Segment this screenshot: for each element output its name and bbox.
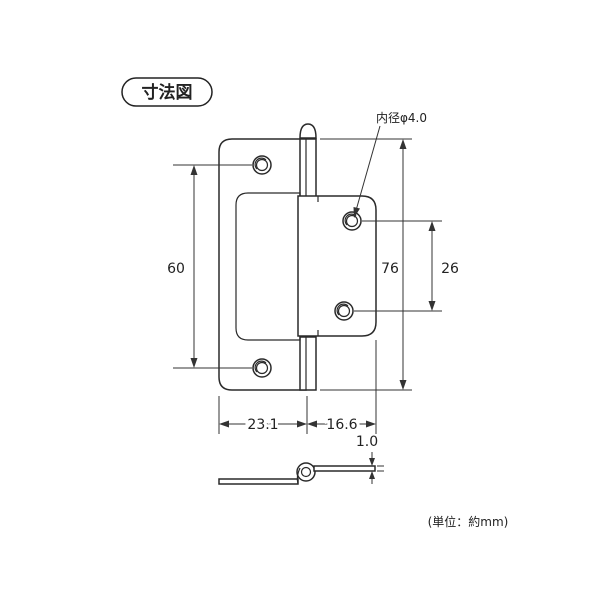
dimension-leaf-widths: 23.1 16.6	[218, 340, 377, 436]
hole-diameter-label: 内径φ4.0	[376, 111, 427, 125]
screw-hole-top-left	[252, 155, 272, 175]
hinge-knuckle-lower	[299, 336, 317, 391]
title-label: 寸法図	[142, 82, 193, 103]
dim-1-0-label: 1.0	[356, 434, 378, 450]
side-view-right-leaf	[313, 465, 376, 472]
dim-60-label: 60	[167, 261, 185, 277]
hinge-side-view	[218, 462, 376, 485]
unit-note: (単位：約mm)	[428, 514, 509, 529]
left-leaf-plate	[218, 138, 307, 391]
dim-16-6-label: 16.6	[326, 417, 357, 433]
dimension-thickness: 1.0	[356, 434, 384, 484]
dim-26-label: 26	[441, 261, 459, 277]
right-leaf-plate	[297, 195, 377, 337]
screw-hole-bottom-left	[252, 358, 272, 378]
side-view-left-leaf	[218, 478, 299, 485]
hinge-pin-cap	[299, 123, 317, 139]
title-badge: 寸法図	[121, 77, 213, 107]
dim-23-1-label: 23.1	[247, 417, 278, 433]
dim-76-label: 76	[381, 261, 399, 277]
dimension-right-hole-pitch: 26	[354, 220, 459, 312]
screw-hole-bottom-right	[334, 301, 354, 321]
hinge-knuckle-upper	[299, 138, 317, 198]
left-leaf-recess	[235, 192, 301, 341]
side-view-knuckle	[296, 462, 316, 482]
dimension-left-hole-pitch: 60	[167, 164, 252, 369]
dimension-total-height: 76	[320, 138, 412, 391]
screw-hole-top-right	[342, 211, 362, 231]
hinge-front-view	[218, 123, 377, 391]
hole-diameter-callout: 内径φ4.0	[353, 111, 427, 218]
